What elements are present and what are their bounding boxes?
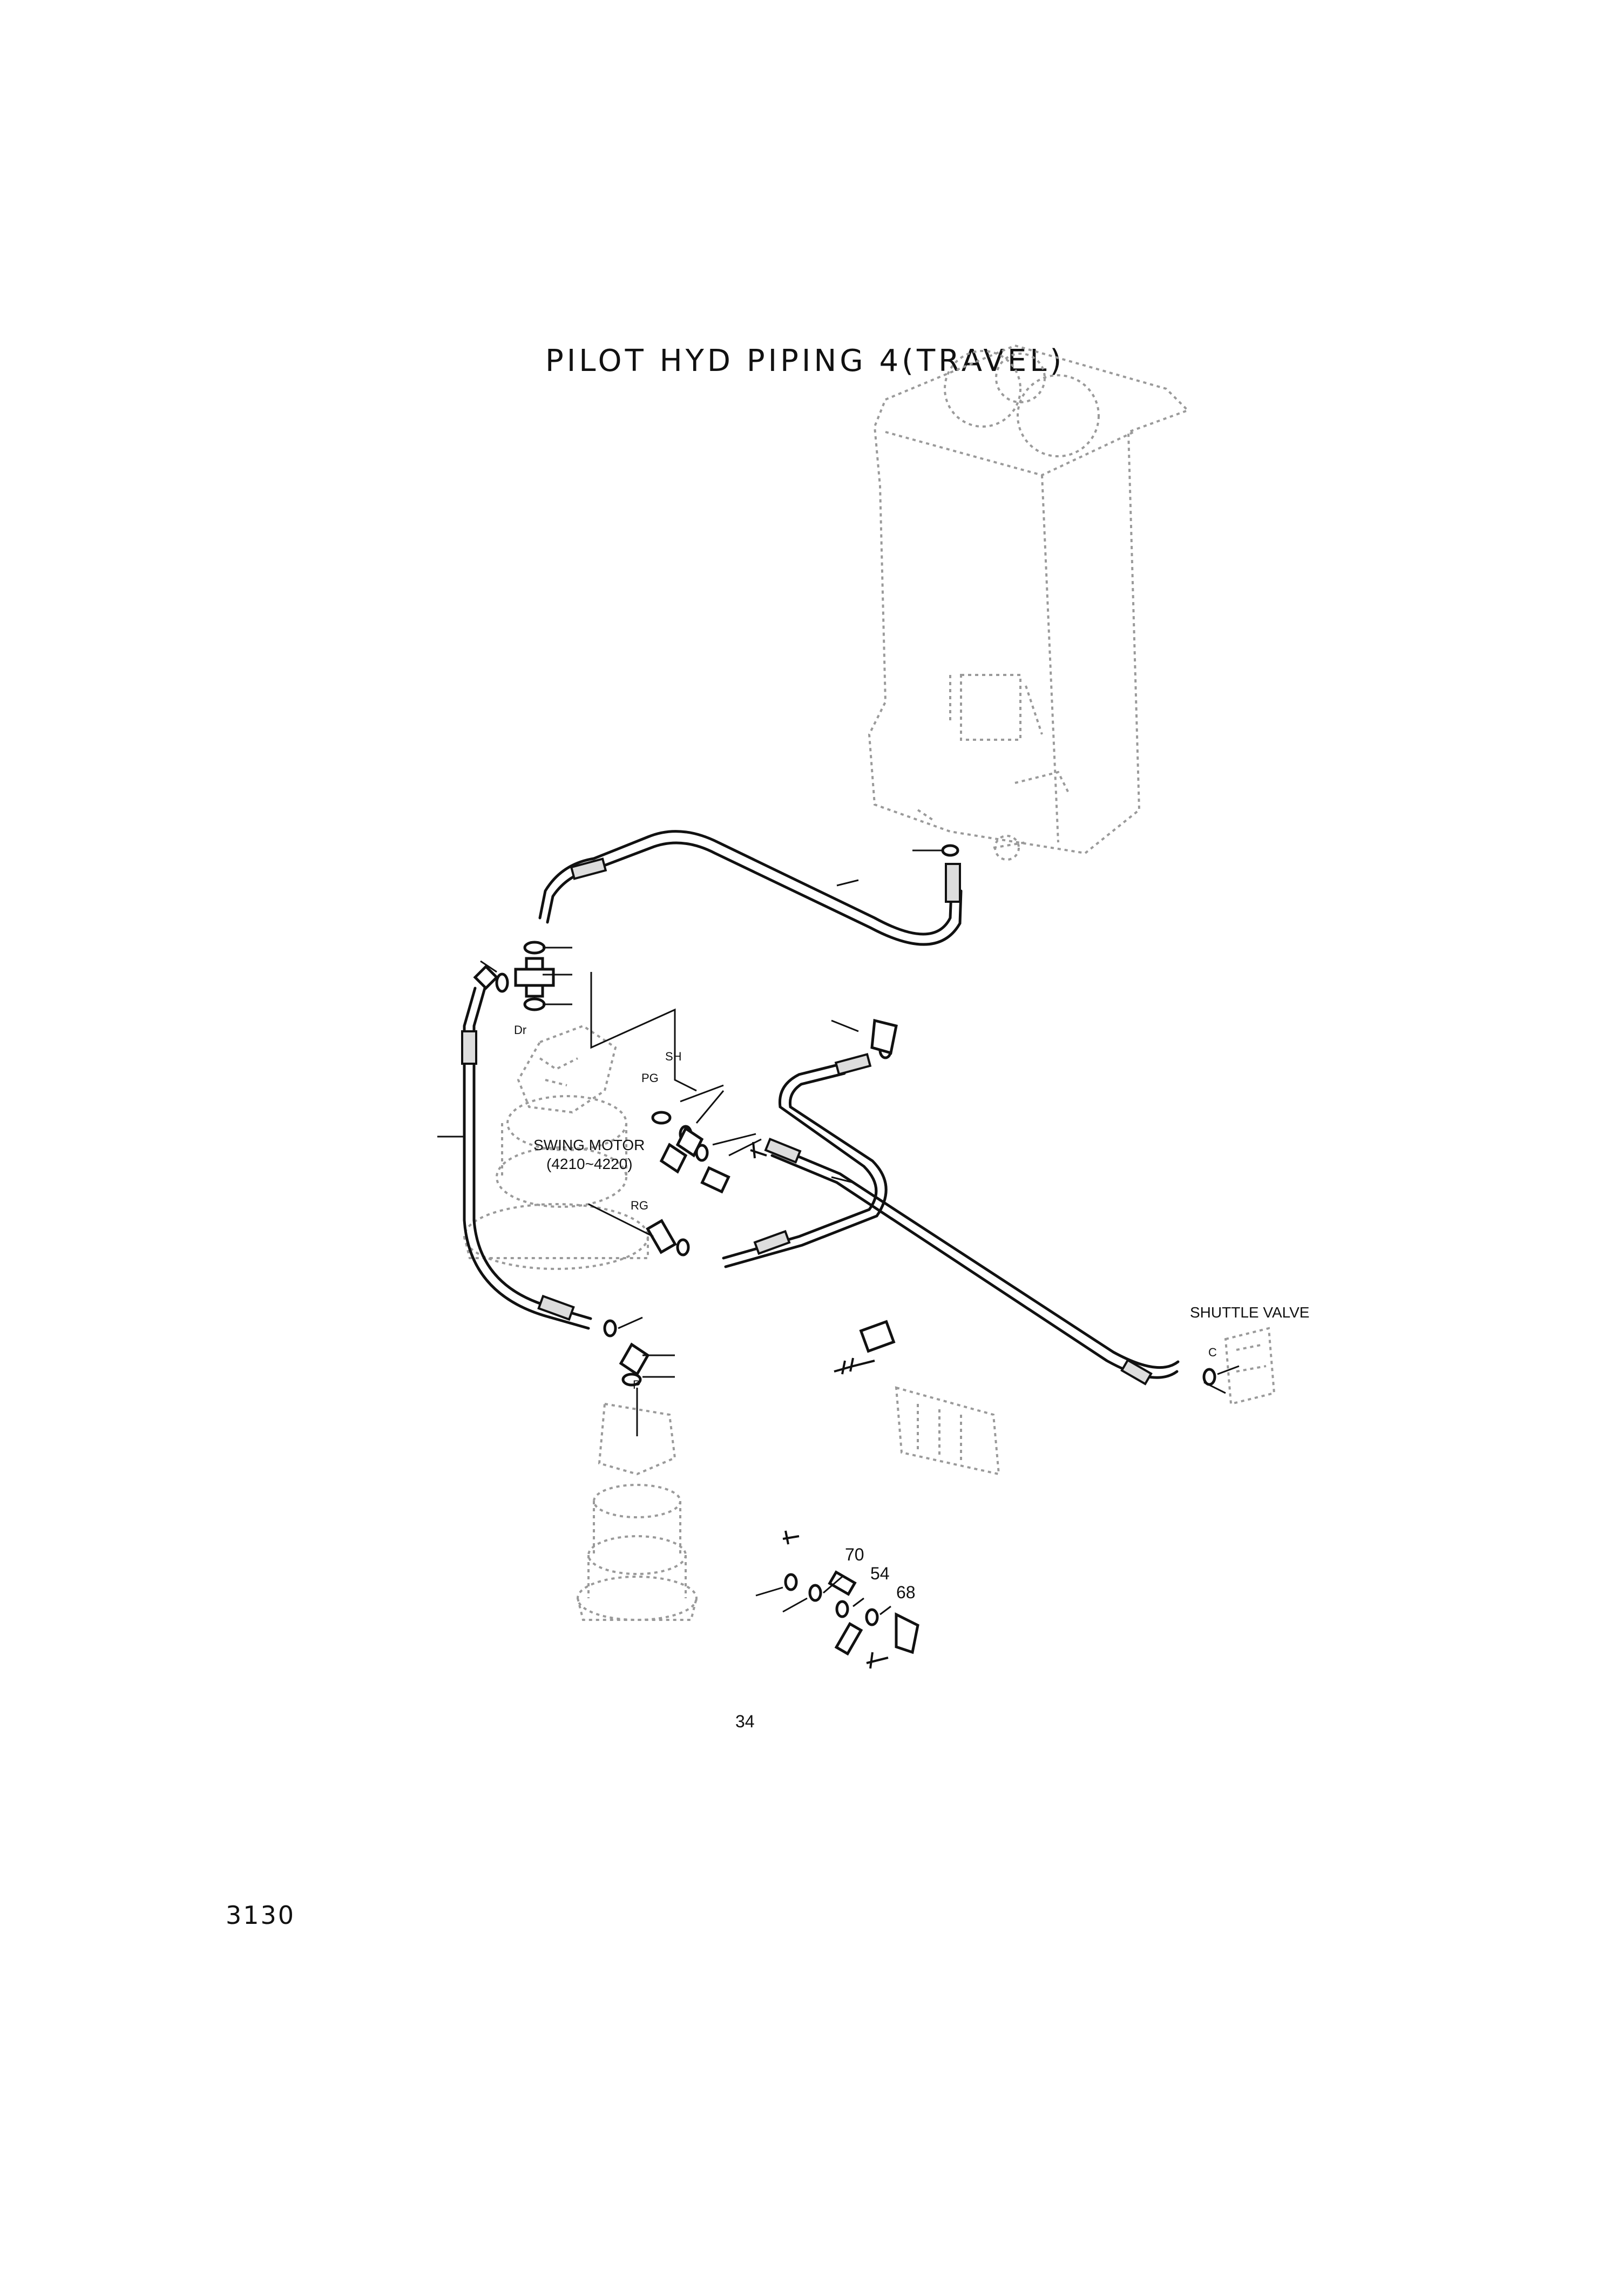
hydraulic-tank [868, 344, 1190, 861]
port-sh-label: SH [665, 1050, 682, 1063]
hoses [463, 830, 1180, 1379]
swing-motor-body [463, 1024, 649, 1270]
shuttle-valve-label: SHUTTLE VALVE [1190, 1304, 1309, 1321]
fittings [473, 957, 919, 1656]
callout-70: 70 [845, 1545, 864, 1564]
swing-motor-label: SWING MOTOR [533, 1137, 645, 1153]
page-number: 34 [735, 1712, 755, 1731]
page-title: PILOT HYD PIPING 4(TRAVEL) [545, 343, 1065, 379]
port-p-label: P [633, 1378, 641, 1391]
o-rings [495, 844, 1216, 1626]
port-rg-label: RG [631, 1199, 648, 1212]
pump-body [577, 1402, 698, 1621]
valve-manifold-ghost [895, 1386, 1000, 1476]
port-dr-label: Dr [514, 1023, 526, 1037]
page-code: 3130 [226, 1901, 296, 1930]
shuttle-valve-body [1224, 1327, 1276, 1406]
port-pg-label: PG [641, 1071, 659, 1085]
loose-parts [750, 1141, 889, 1669]
swing-motor-range-label: (4210~4220) [546, 1156, 633, 1172]
port-c-label: C [1208, 1346, 1217, 1359]
leader-lines [437, 849, 1240, 1616]
callout-68: 68 [896, 1583, 916, 1602]
hose-fittings [461, 857, 1153, 1386]
callout-54: 54 [870, 1564, 890, 1583]
